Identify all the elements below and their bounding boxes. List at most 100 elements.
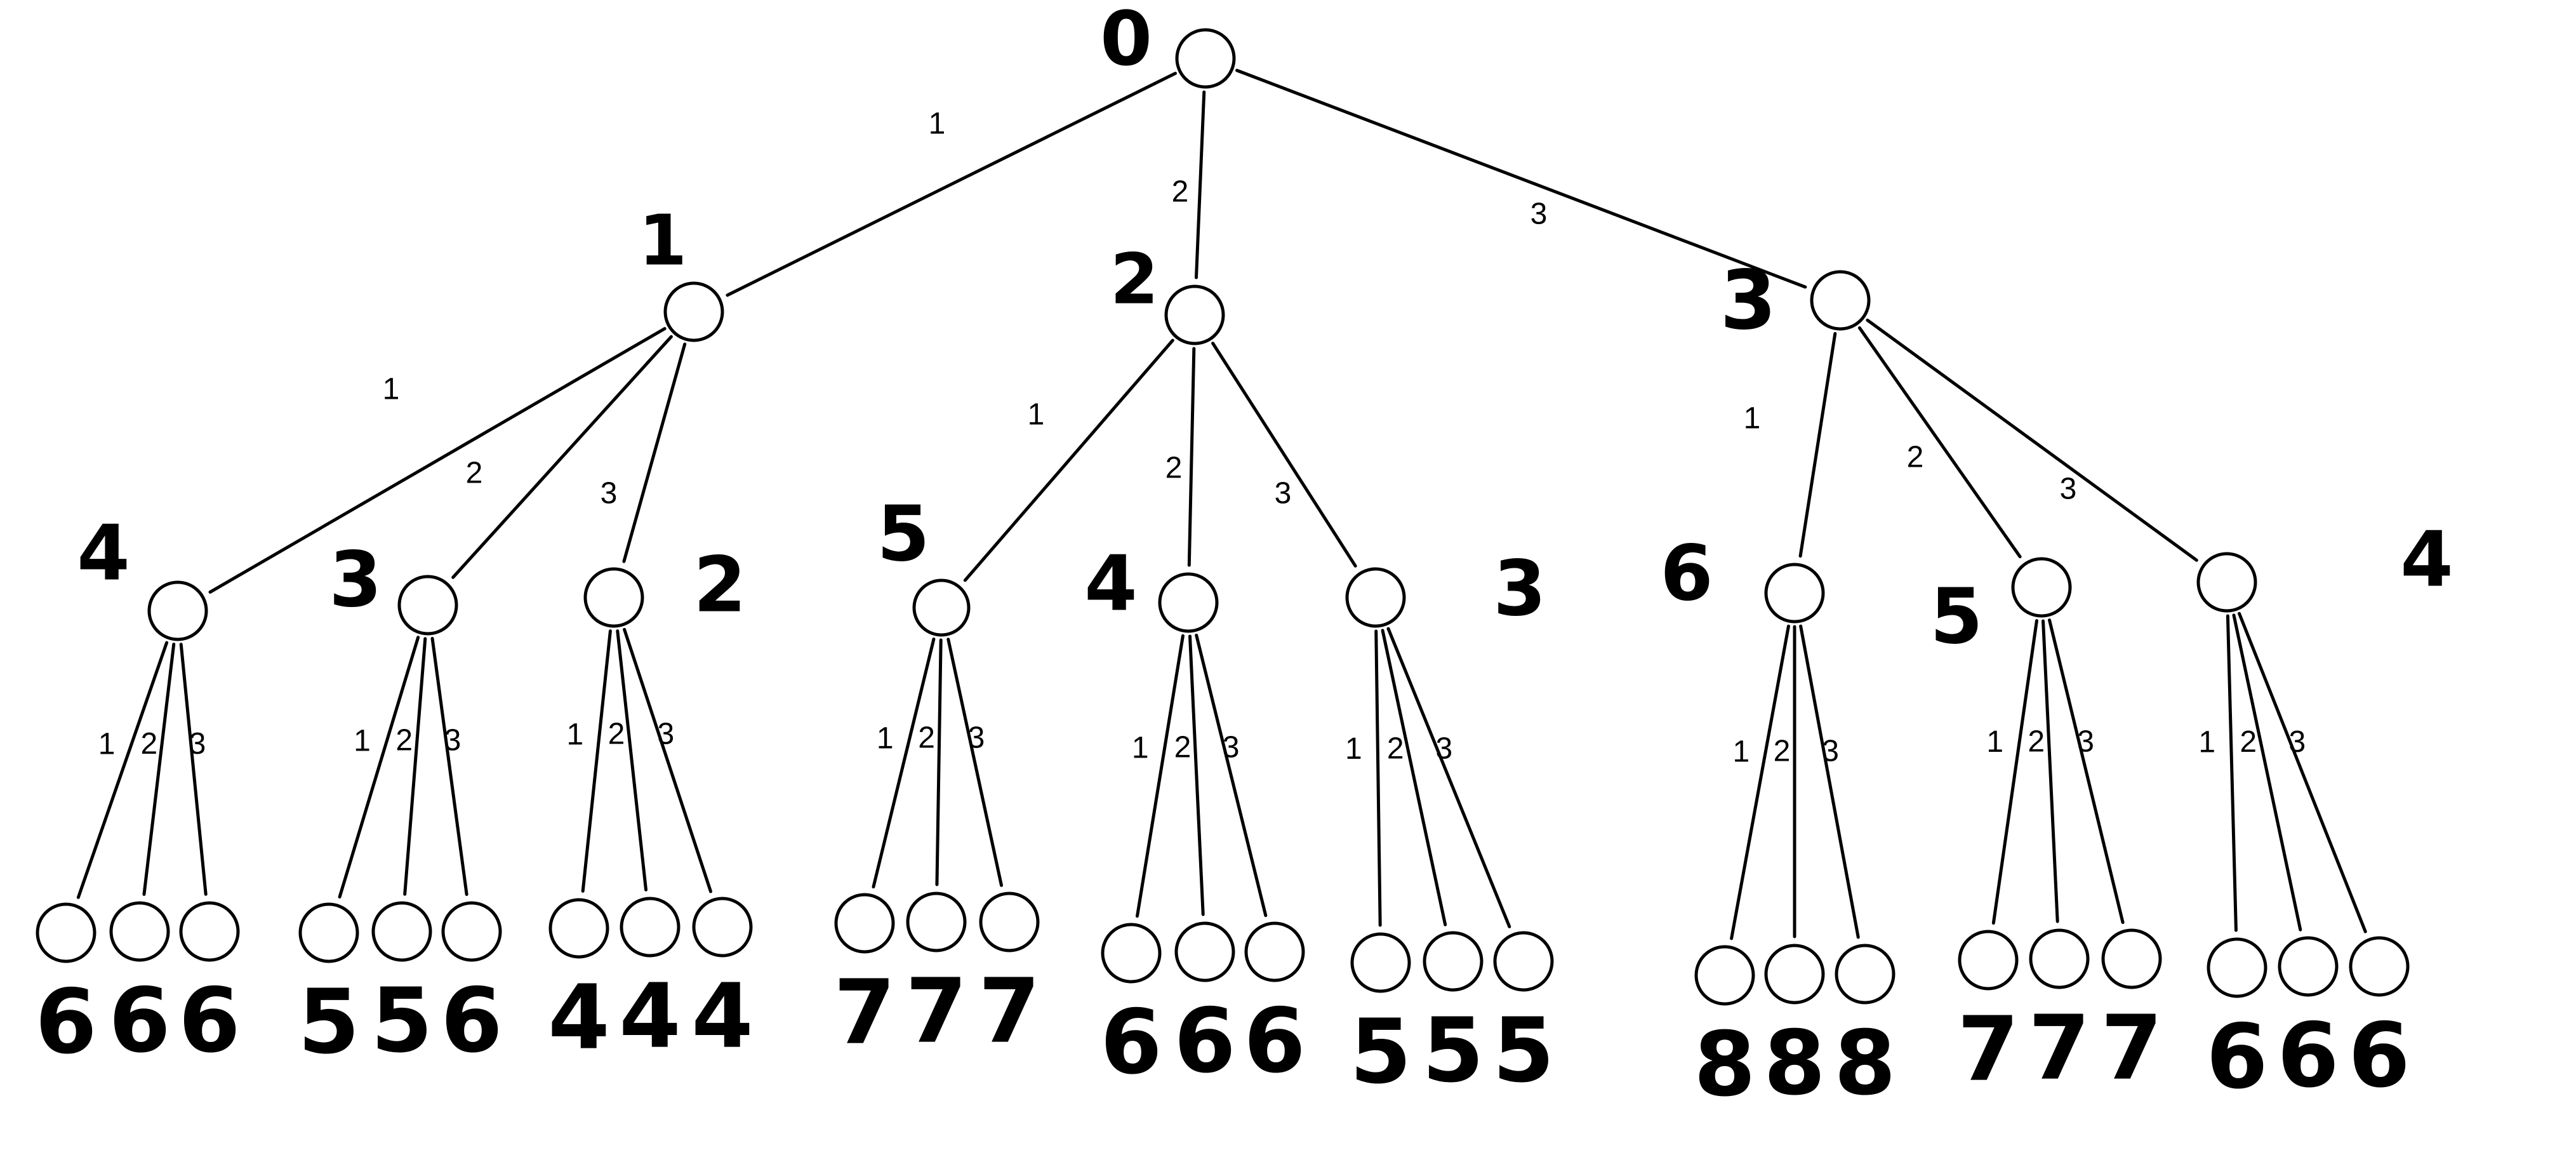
edge-l1-1-2	[451, 335, 673, 579]
edge-l1-2-1	[963, 338, 1174, 582]
edge-label-leaf-16: 1	[1345, 732, 1362, 766]
leaf-node-11	[906, 892, 967, 952]
edge-root-1	[726, 72, 1178, 297]
edge-label-leaf-6: 3	[444, 724, 461, 758]
leaf-node-14	[1174, 921, 1235, 982]
leaf-value-16: 5	[1350, 1001, 1411, 1104]
level2-node-4	[912, 578, 971, 637]
edge-label-l2-8: 2	[1907, 441, 1924, 474]
edge-label-leaf-2: 2	[140, 727, 157, 761]
level2-value-5: 4	[1084, 540, 1138, 629]
leaf-node-10	[834, 893, 895, 954]
level1-value-2: 2	[1110, 238, 1159, 319]
leaf-value-10: 7	[833, 961, 895, 1065]
edge-label-l2-9: 3	[2060, 472, 2077, 506]
edge-l2-6-3	[1386, 627, 1511, 928]
edge-l2-8-1	[1991, 618, 2038, 925]
leaf-value-15: 6	[1244, 990, 1305, 1093]
leaf-value-25: 6	[2206, 1006, 2267, 1109]
leaf-node-1	[36, 902, 96, 963]
edge-label-leaf-27: 3	[2288, 725, 2306, 759]
edge-l2-8-2	[2042, 619, 2059, 923]
edge-label-leaf-9: 3	[657, 718, 674, 751]
edge-label-l2-3: 3	[601, 477, 618, 511]
edge-label-leaf-5: 2	[395, 724, 413, 758]
edge-label-leaf-20: 2	[1774, 735, 1791, 768]
level1-value-3: 3	[1720, 253, 1776, 348]
level2-node-8	[2011, 557, 2072, 618]
leaf-node-19	[1694, 945, 1755, 1006]
leaf-node-21	[1835, 944, 1895, 1005]
edge-label-leaf-4: 1	[354, 724, 371, 758]
edge-label-leaf-3: 3	[189, 727, 206, 761]
edge-label-l2-5: 2	[1165, 451, 1183, 485]
leaf-value-5: 5	[371, 970, 432, 1073]
edge-l2-4-3	[946, 638, 1004, 887]
edge-label-leaf-13: 1	[1132, 731, 1149, 765]
level2-value-6: 3	[1493, 545, 1546, 634]
leaf-value-21: 8	[1834, 1012, 1895, 1116]
leaf-node-9	[692, 897, 753, 958]
leaf-value-2: 6	[109, 970, 170, 1073]
leaf-value-17: 5	[1422, 999, 1484, 1103]
edge-label-leaf-24: 3	[2077, 725, 2094, 758]
root-node	[1175, 28, 1236, 89]
leaf-node-26	[2278, 936, 2339, 997]
level2-value-9: 4	[2400, 516, 2453, 605]
edge-layer	[76, 69, 2367, 940]
edge-label-leaf-22: 1	[1986, 725, 2003, 759]
leaf-value-23: 7	[2028, 997, 2090, 1100]
edge-label-l2-4: 1	[1028, 398, 1045, 432]
edge-l2-6-1	[1374, 629, 1382, 927]
edge-l2-4-2	[935, 638, 943, 886]
edge-l2-1-2	[142, 643, 176, 896]
edge-l1-1-1	[208, 327, 667, 594]
edge-label-root-1: 1	[929, 107, 946, 141]
edge-label-leaf-14: 2	[1174, 731, 1192, 765]
level2-node-9	[2196, 552, 2257, 613]
leaf-node-27	[2349, 936, 2410, 997]
leaf-value-26: 6	[2277, 1005, 2339, 1108]
leaf-value-13: 6	[1100, 991, 1162, 1095]
leaf-node-12	[979, 892, 1040, 952]
edge-l2-5-3	[1195, 633, 1268, 918]
leaf-value-9: 4	[691, 965, 753, 1069]
leaf-node-22	[1958, 930, 2019, 991]
leaf-value-24: 7	[2101, 997, 2162, 1100]
edge-l2-6-2	[1381, 629, 1447, 926]
leaf-value-20: 8	[1763, 1012, 1825, 1116]
level2-node-5	[1158, 572, 1219, 633]
level2-node-6	[1345, 567, 1406, 628]
leaf-value-12: 7	[978, 960, 1040, 1064]
edge-l1-2-2	[1187, 347, 1196, 567]
root-value: 0	[1100, 0, 1152, 83]
leaf-value-27: 6	[2348, 1005, 2410, 1108]
edge-l1-3-3	[1866, 318, 2198, 562]
level2-value-4: 5	[877, 491, 930, 579]
edge-l2-4-1	[872, 638, 936, 889]
leaf-value-3: 6	[178, 970, 240, 1073]
edge-l2-2-3	[430, 637, 468, 897]
leaf-node-5	[371, 901, 432, 962]
edge-label-root-3: 3	[1530, 197, 1548, 231]
leaf-node-4	[298, 902, 359, 963]
edge-l1-3-2	[1857, 326, 2022, 559]
leaf-value-6: 6	[441, 970, 502, 1073]
edge-label-leaf-23: 2	[2028, 725, 2045, 758]
edge-l2-7-3	[1799, 624, 1860, 939]
leaf-node-3	[179, 901, 240, 962]
edge-l2-5-2	[1188, 634, 1205, 916]
level2-value-7: 6	[1660, 530, 1713, 618]
edge-label-leaf-21: 3	[1822, 735, 1839, 768]
edge-l1-2-3	[1211, 342, 1357, 568]
leaf-node-23	[2029, 928, 2090, 989]
edge-l2-8-3	[2048, 618, 2125, 925]
edge-label-root-2: 2	[1172, 175, 1189, 209]
level2-value-3: 2	[693, 542, 747, 630]
leaf-value-11: 7	[905, 960, 967, 1064]
edge-label-leaf-15: 3	[1223, 731, 1240, 765]
edge-l2-1-3	[179, 643, 208, 896]
